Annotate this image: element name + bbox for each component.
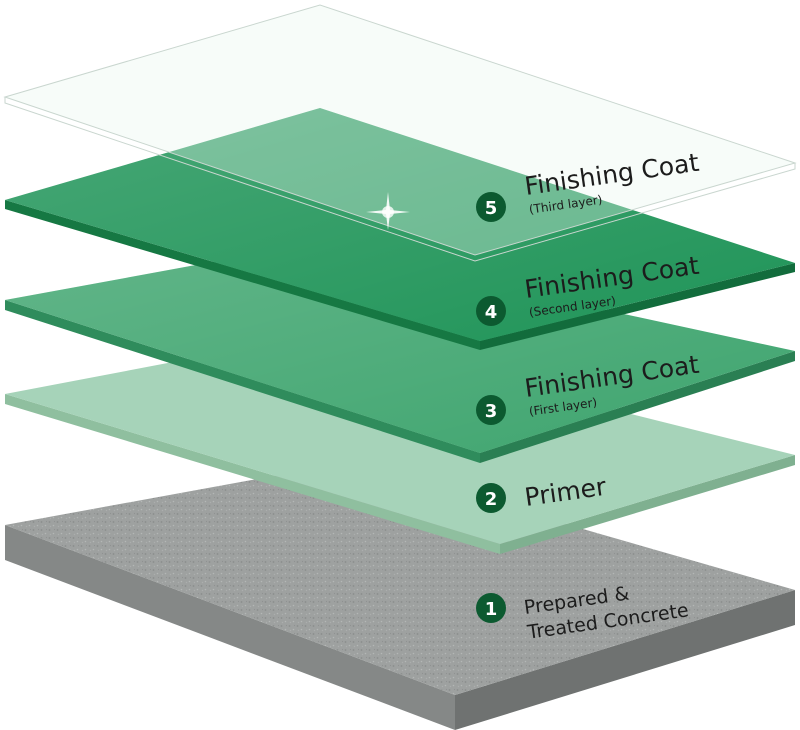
number-badge (476, 296, 506, 326)
concrete-slab-left-face (5, 525, 455, 730)
number-badge-text: 3 (485, 401, 498, 422)
number-badge (476, 395, 506, 425)
concrete-slab (5, 462, 795, 730)
number-badge (476, 593, 506, 623)
number-badge-text: 4 (485, 302, 498, 323)
first-layer-sheet (5, 245, 795, 463)
second-layer-sheet (5, 108, 795, 350)
number-badge-text: 5 (485, 198, 498, 219)
concrete-slab-front-face (455, 590, 795, 730)
primer-sheet-top (5, 335, 795, 544)
number-badge-text: 2 (485, 489, 498, 510)
sparkle-icon (366, 192, 410, 230)
number-badge (476, 483, 506, 513)
third-layer-sheet (3, 4, 797, 262)
concrete-slab-top (5, 462, 795, 695)
number-badge (476, 192, 506, 222)
number-badge-text: 1 (485, 599, 498, 620)
primer-sheet (5, 335, 795, 554)
